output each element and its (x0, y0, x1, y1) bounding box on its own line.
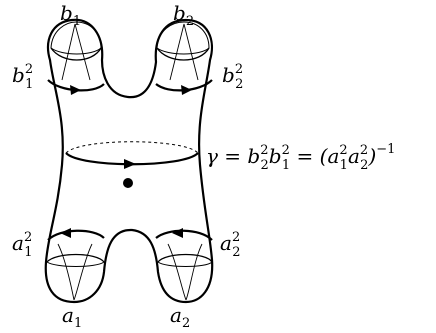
gamma-back-dashed (65, 141, 199, 154)
boundary-a1 (46, 243, 105, 301)
arrow-b1sq (70, 85, 81, 95)
arrow-a2sq (172, 228, 183, 238)
loop-a2sq (155, 229, 213, 241)
loop-a1sq (47, 229, 105, 241)
arrow-b2sq (181, 85, 192, 95)
label-b2: b2 (173, 1, 194, 29)
boundary-a2 (157, 243, 213, 301)
boundary-b1 (50, 21, 102, 81)
label-b1: b1 (60, 1, 81, 29)
arrow-gamma (124, 159, 136, 169)
puncture-dot (123, 178, 133, 188)
label-a2: a2 (170, 303, 190, 331)
label-a1: a1 (62, 303, 82, 331)
arrow-a1sq (60, 228, 71, 238)
boundary-b2 (156, 21, 210, 81)
surface-outline (44, 18, 214, 304)
